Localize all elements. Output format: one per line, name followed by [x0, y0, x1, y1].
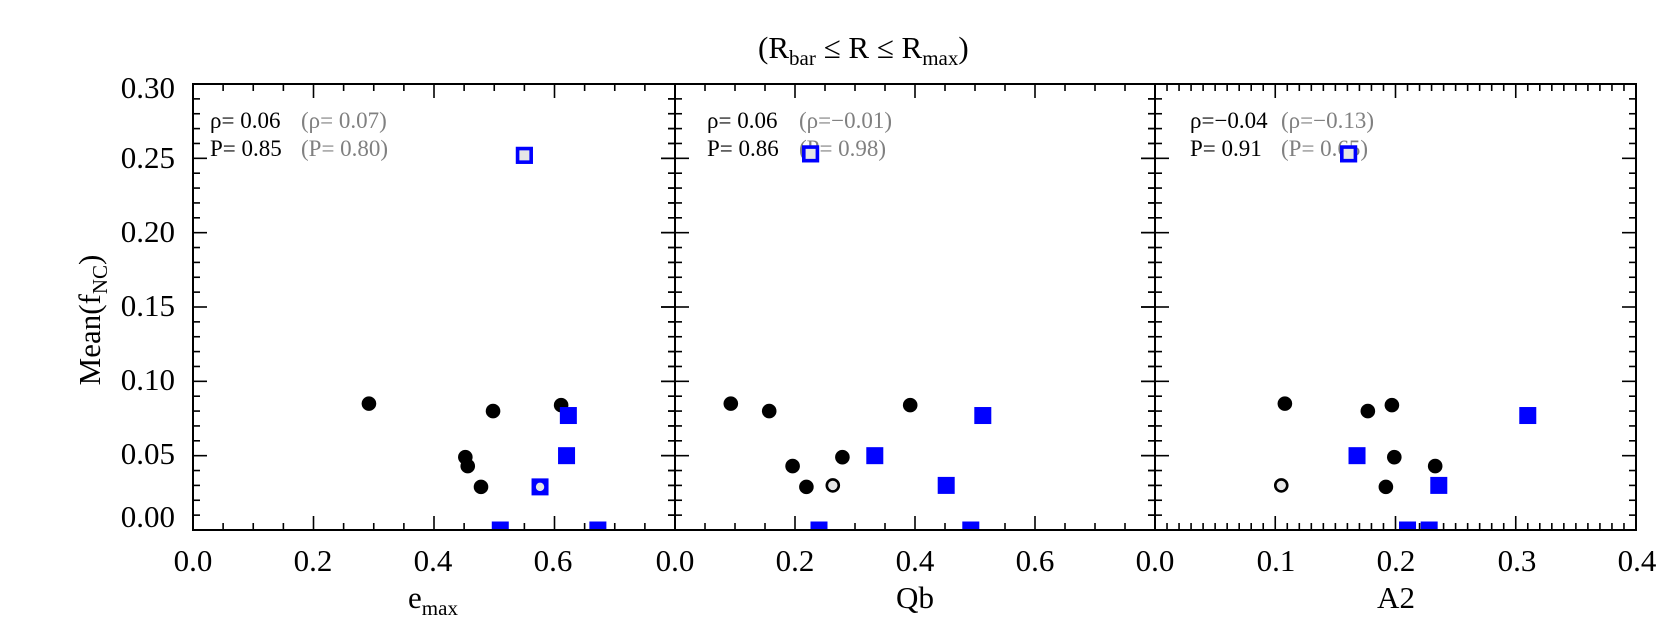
x-tick-label: 0.6	[533, 543, 573, 578]
open-square-marker	[515, 146, 533, 164]
rho-alt-stat: (ρ= 0.07)	[301, 108, 387, 133]
circle-marker	[902, 397, 918, 413]
circle-marker	[785, 458, 800, 474]
circle-marker	[1378, 479, 1394, 495]
y-tick-label: 0.25	[120, 140, 175, 175]
square-marker	[1519, 407, 1537, 425]
open-circle-marker	[1273, 478, 1289, 493]
circle-marker	[1360, 403, 1376, 419]
x-tick-label: 0.2	[1376, 543, 1416, 578]
x-axis-label-a2: A2	[1377, 580, 1415, 615]
rho-stat: ρ= 0.06	[707, 108, 778, 133]
open-square-marker	[801, 145, 820, 163]
x-tick-label: 0.0	[173, 543, 213, 578]
square-marker	[974, 407, 992, 425]
square-marker	[866, 447, 884, 465]
y-tick-label: 0.05	[120, 436, 175, 471]
circle-marker	[460, 458, 476, 474]
circle-marker	[1384, 397, 1400, 413]
x-tick-label: 0.2	[775, 543, 815, 578]
p-stat: P= 0.85	[210, 136, 282, 161]
rho-alt-stat: (ρ=−0.13)	[1281, 108, 1374, 133]
y-tick-label: 0.00	[120, 499, 175, 534]
circle-marker	[1277, 396, 1293, 411]
rho-alt-stat: (ρ=−0.01)	[799, 108, 892, 133]
square-marker	[589, 521, 607, 529]
x-tick-label: 0.0	[1135, 543, 1175, 578]
rho-stat: ρ=−0.04	[1190, 108, 1268, 133]
open-circle-marker	[825, 478, 841, 493]
circle-marker	[761, 403, 777, 419]
circle-marker	[835, 449, 850, 465]
circle-marker	[473, 479, 489, 495]
p-stat: P= 0.86	[707, 136, 779, 161]
y-tick-label: 0.10	[120, 362, 175, 397]
circle-marker	[485, 403, 501, 419]
y-tick-label: 0.30	[120, 70, 175, 105]
plot-frame	[192, 83, 676, 531]
square-marker	[810, 521, 828, 529]
p-stat: P= 0.91	[1190, 136, 1262, 161]
square-marker	[1348, 447, 1366, 465]
square-marker	[491, 521, 509, 529]
square-marker	[1430, 476, 1448, 494]
x-tick-label: 0.0	[655, 543, 695, 578]
p-alt-stat: (P= 0.80)	[301, 136, 389, 161]
x-axis-label-emax: emax	[408, 580, 458, 620]
y-tick-label: 0.20	[120, 214, 175, 249]
marker-group	[361, 146, 607, 529]
x-tick-label: 0.1	[1256, 543, 1296, 578]
marker-group	[723, 145, 992, 529]
plot-frame	[674, 83, 1156, 531]
square-marker	[558, 447, 576, 465]
x-tick-label: 0.4	[413, 543, 453, 578]
circle-marker	[1427, 458, 1443, 474]
circle-marker	[1386, 449, 1402, 465]
square-marker	[1399, 521, 1417, 529]
x-tick-label: 0.4	[895, 543, 935, 578]
x-tick-label: 0.2	[293, 543, 333, 578]
x-tick-label: 0.6	[1015, 543, 1055, 578]
x-tick-label: 0.3	[1497, 543, 1537, 578]
square-marker	[559, 407, 577, 425]
square-dot-marker	[531, 478, 549, 496]
open-square-marker	[1340, 145, 1358, 163]
rho-stat: ρ= 0.06	[210, 108, 281, 133]
circle-marker	[361, 396, 377, 411]
x-tick-label: 0.4	[1617, 543, 1657, 578]
x-axis-label-qb: Qb	[896, 580, 934, 615]
square-marker	[962, 521, 980, 529]
circle-marker	[799, 479, 814, 495]
marker-group	[1273, 145, 1537, 529]
figure-title: (Rbar ≤ R ≤ Rmax)	[758, 30, 969, 70]
square-marker	[1420, 521, 1438, 529]
y-tick-label: 0.15	[120, 288, 175, 323]
circle-marker	[723, 396, 739, 411]
square-marker	[937, 476, 955, 494]
